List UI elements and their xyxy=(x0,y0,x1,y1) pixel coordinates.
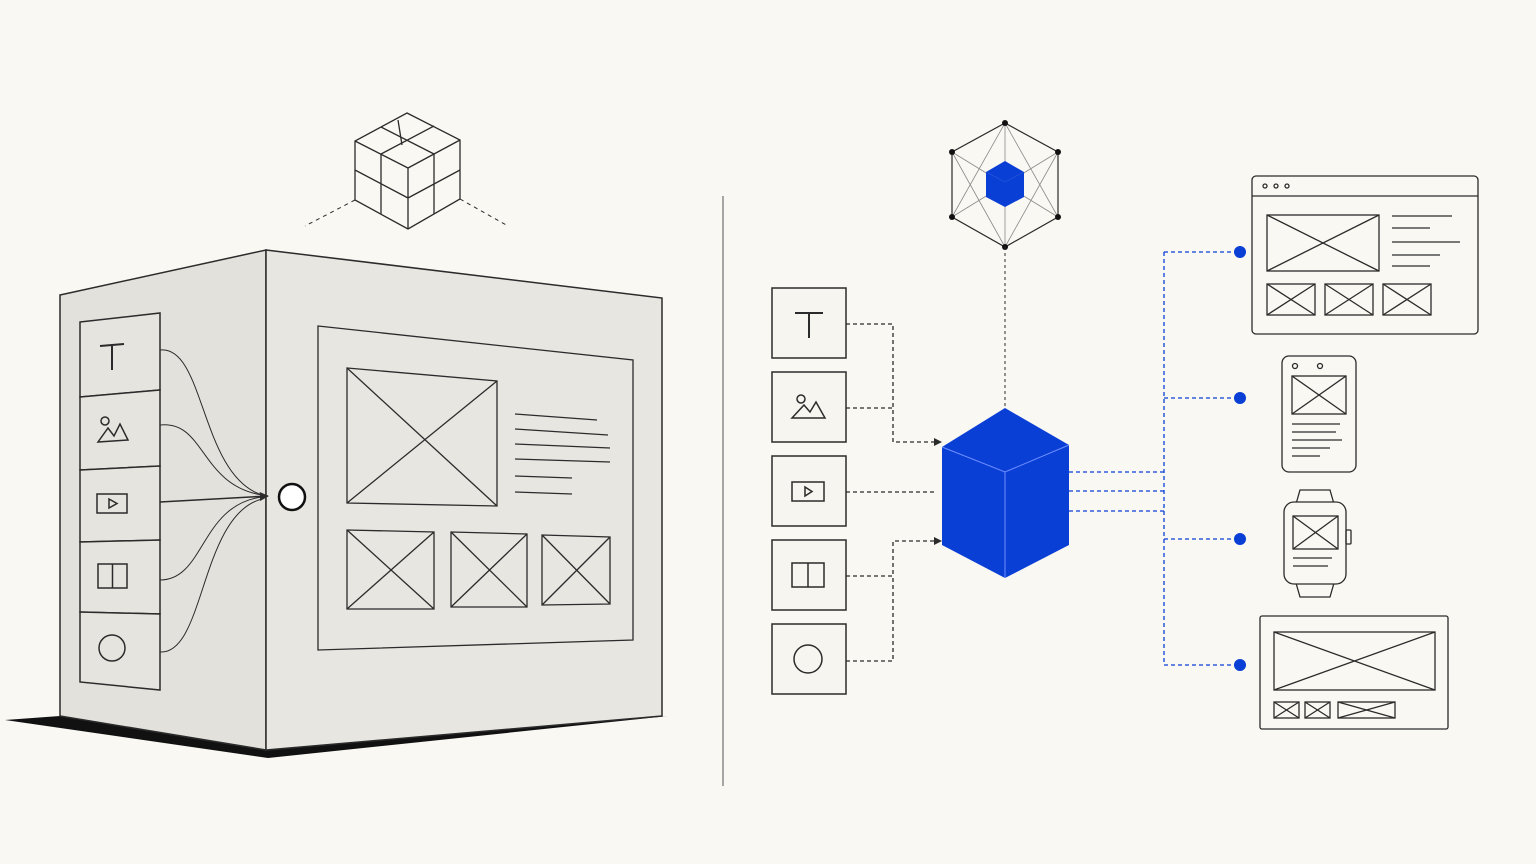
output-nodes xyxy=(1234,246,1246,671)
content-hub-cube xyxy=(941,408,1070,578)
layout-icon xyxy=(791,562,825,588)
tablet-device xyxy=(1259,615,1449,730)
input-arrowheads xyxy=(934,438,942,545)
output-connectors xyxy=(1069,251,1238,666)
strip-connectors xyxy=(159,349,263,653)
text-icon xyxy=(99,343,125,370)
video-icon xyxy=(791,481,825,502)
api-node-icon xyxy=(949,120,1061,250)
page-mockup xyxy=(317,325,634,651)
monolith-illustration xyxy=(5,112,668,758)
main-connector-arrow xyxy=(159,491,269,503)
circle-icon xyxy=(793,644,823,674)
headless-illustration xyxy=(771,120,1479,730)
phone-device xyxy=(1281,355,1357,473)
smartwatch-device xyxy=(1283,489,1352,598)
text-icon xyxy=(795,312,823,338)
cube-projection-lines xyxy=(304,198,509,227)
video-icon xyxy=(96,493,128,514)
layout-icon xyxy=(97,563,128,589)
cube-grid-icon xyxy=(354,112,461,230)
box-front-face xyxy=(265,249,663,751)
component-strip xyxy=(79,312,161,691)
image-icon xyxy=(96,416,130,443)
browser-window-device xyxy=(1251,175,1479,335)
box-shadow xyxy=(5,716,668,758)
connector-node xyxy=(277,482,307,512)
input-connectors xyxy=(846,323,934,662)
image-icon xyxy=(790,394,827,419)
circle-icon xyxy=(98,634,126,662)
input-components xyxy=(771,287,847,695)
